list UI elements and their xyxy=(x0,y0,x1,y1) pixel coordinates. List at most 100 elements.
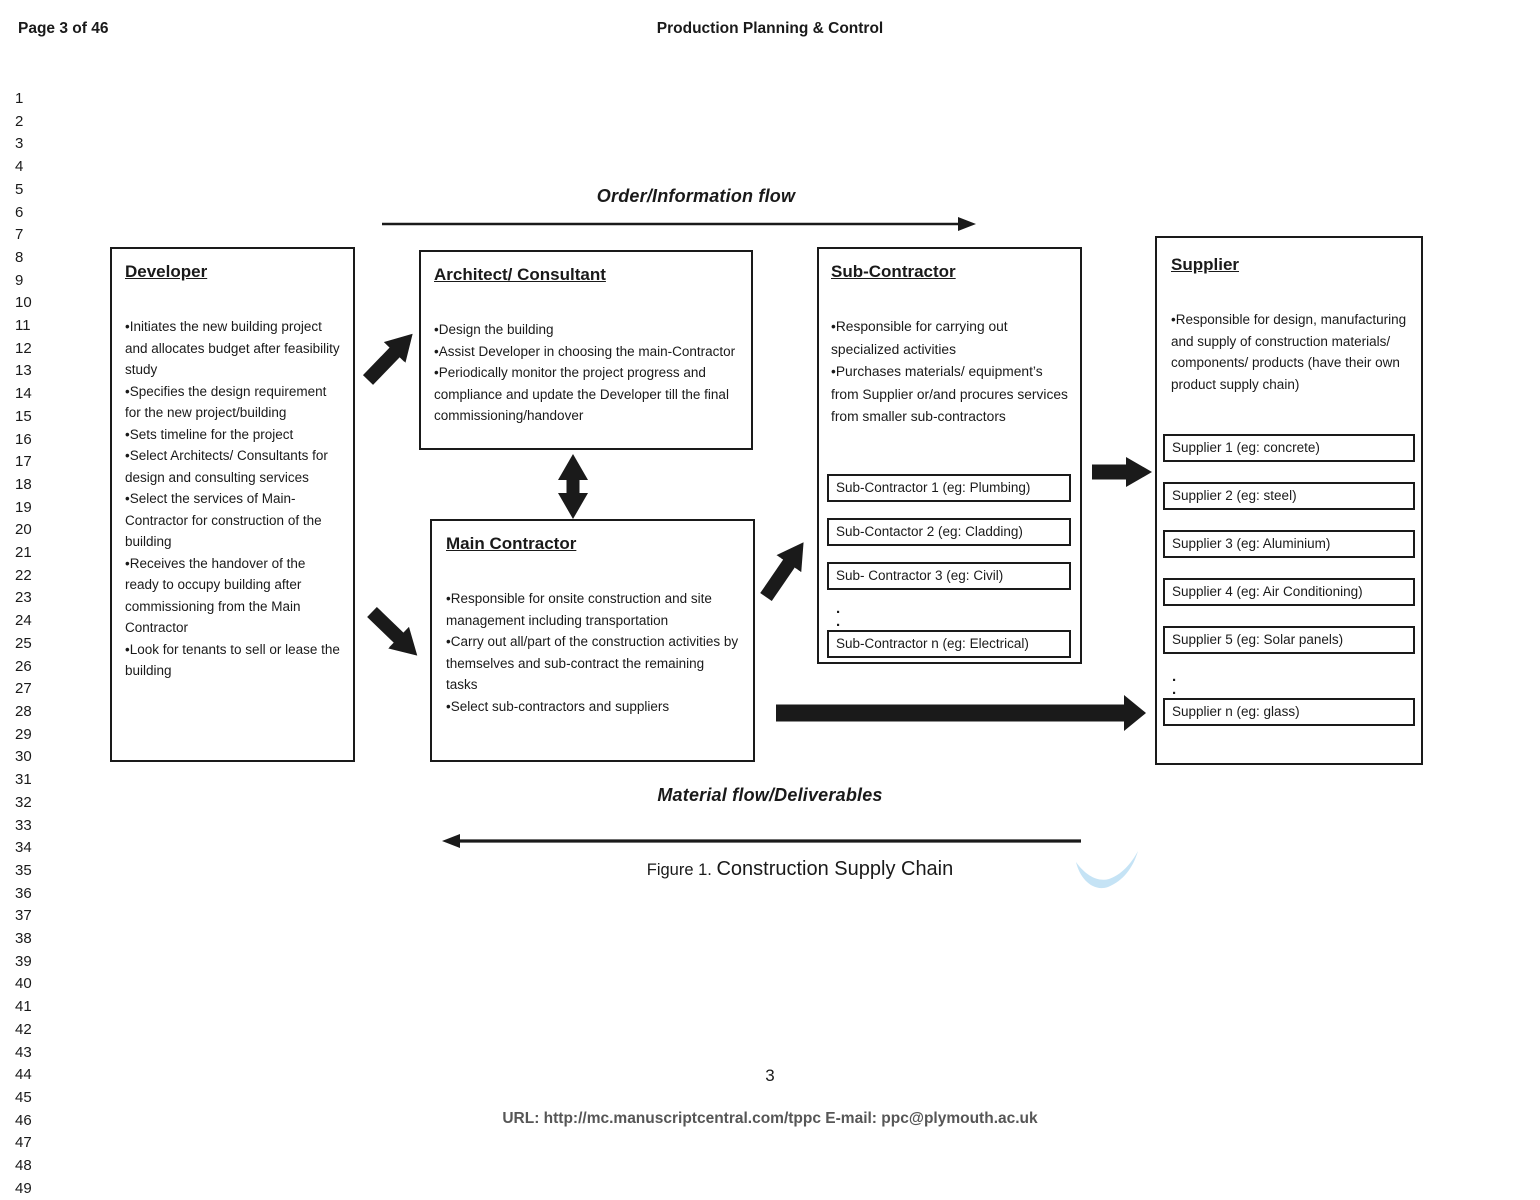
ellipsis-dot: . xyxy=(1172,668,1177,685)
line-number: 13 xyxy=(15,362,32,380)
supplier-item: Supplier 2 (eg: steel) xyxy=(1163,482,1415,510)
page-number: 3 xyxy=(765,1066,775,1085)
line-number: 21 xyxy=(15,544,32,562)
line-number: 11 xyxy=(15,317,31,335)
supplier-bullets: Responsible for design, manufacturing an… xyxy=(1171,309,1409,395)
sub-contractor-item: Sub-Contractor 1 (eg: Plumbing) xyxy=(827,474,1071,502)
line-number: 17 xyxy=(15,453,32,471)
main-contractor-title: Main Contractor xyxy=(446,534,577,553)
page-indicator: Page 3 of 46 xyxy=(18,20,109,37)
line-number: 30 xyxy=(15,748,32,766)
developer-bullet: Specifies the design requirement for the… xyxy=(125,381,341,424)
line-number: 38 xyxy=(15,930,32,948)
supplier-ellipsis: .. xyxy=(1163,668,1415,698)
line-number: 20 xyxy=(15,521,32,539)
ellipsis-dot: . xyxy=(1172,681,1177,698)
line-number: 35 xyxy=(15,861,32,879)
line-number: 6 xyxy=(15,203,24,221)
sub-contractor-item-list: Sub-Contractor 1 (eg: Plumbing) Sub-Conta… xyxy=(827,474,1071,674)
line-number: 29 xyxy=(15,725,32,743)
line-number: 34 xyxy=(15,839,32,857)
sub-contractor-bullet: Purchases materials/ equipment’s from Su… xyxy=(831,361,1070,429)
sub-contractor-title: Sub-Contractor xyxy=(831,262,956,281)
line-number: 3 xyxy=(15,135,24,153)
line-number: 10 xyxy=(15,294,32,312)
supplier-item: Supplier 1 (eg: concrete) xyxy=(1163,434,1415,462)
order-flow-label: Order/Information flow xyxy=(596,186,796,206)
architect-bullet: Design the building xyxy=(434,319,737,341)
line-number: 41 xyxy=(15,998,32,1016)
main-contractor-bullet: Responsible for onsite construction and … xyxy=(446,588,739,631)
architect-bullet: Assist Developer in choosing the main-Co… xyxy=(434,341,737,363)
line-number: 27 xyxy=(15,680,32,698)
developer-bullet: Select Architects/ Consultants for desig… xyxy=(125,445,341,488)
sub-contractor-bullets: Responsible for carrying out specialized… xyxy=(831,316,1070,429)
main-contractor-bullet: Select sub-contractors and suppliers xyxy=(446,696,739,718)
line-number: 44 xyxy=(15,1066,32,1084)
line-number: 33 xyxy=(15,816,32,834)
line-number: 1 xyxy=(15,90,24,107)
sub-contractor-item: Sub-Contactor 2 (eg: Cladding) xyxy=(827,518,1071,546)
figure-caption-title: Construction Supply Chain xyxy=(716,858,954,880)
developer-bullet: Sets timeline for the project xyxy=(125,424,341,446)
developer-box: Developer Initiates the new building pro… xyxy=(110,247,355,762)
footer-url-line: URL: http://mc.manuscriptcentral.com/tpp… xyxy=(502,1110,1038,1127)
line-number: 4 xyxy=(15,158,24,176)
developer-bullet: Initiates the new building project and a… xyxy=(125,316,341,381)
developer-bullet: Select the services of Main-Contractor f… xyxy=(125,488,341,553)
main-contractor-box: Main Contractor Responsible for onsite c… xyxy=(430,519,755,762)
line-number: 7 xyxy=(15,226,24,244)
line-number: 5 xyxy=(15,180,24,198)
material-flow-label: Material flow/Deliverables xyxy=(657,785,883,805)
developer-title: Developer xyxy=(125,262,208,281)
line-number: 39 xyxy=(15,952,32,970)
line-number: 22 xyxy=(15,566,32,584)
sub-contractor-items: Sub-Contractor 1 (eg: Plumbing) Sub-Conta… xyxy=(827,474,1071,590)
sub-contractor-ellipsis: .. xyxy=(827,600,1071,630)
line-number: 40 xyxy=(15,975,32,993)
line-number: 28 xyxy=(15,702,32,720)
line-number: 8 xyxy=(15,248,24,266)
supplier-items: Supplier 1 (eg: concrete) Supplier 2 (eg:… xyxy=(1163,434,1415,654)
line-number: 19 xyxy=(15,498,32,516)
line-number: 45 xyxy=(15,1088,32,1106)
architect-bullet: Periodically monitor the project progres… xyxy=(434,362,737,427)
developer-bullets: Initiates the new building project and a… xyxy=(125,316,341,682)
line-number: 24 xyxy=(15,612,32,630)
line-number: 18 xyxy=(15,475,32,493)
ellipsis-dot: . xyxy=(836,613,841,630)
line-number: 26 xyxy=(15,657,32,675)
line-number: 36 xyxy=(15,884,32,902)
sub-contractor-box: Sub-Contractor Responsible for carrying … xyxy=(817,247,1082,664)
line-number: 25 xyxy=(15,634,32,652)
line-number: 16 xyxy=(15,430,32,448)
supplier-box: Supplier Responsible for design, manufac… xyxy=(1155,236,1423,765)
line-number: 31 xyxy=(15,771,32,789)
line-number: 49 xyxy=(15,1179,32,1197)
line-number: 46 xyxy=(15,1111,32,1129)
line-number: 32 xyxy=(15,793,32,811)
architect-title: Architect/ Consultant xyxy=(434,265,606,284)
architect-consultant-box: Architect/ Consultant Design the buildin… xyxy=(419,250,753,450)
supplier-item-last: Supplier n (eg: glass) xyxy=(1163,698,1415,726)
line-number: 42 xyxy=(15,1020,32,1038)
line-number: 2 xyxy=(15,112,24,130)
supplier-item: Supplier 5 (eg: Solar panels) xyxy=(1163,626,1415,654)
line-number: 47 xyxy=(15,1134,32,1152)
architect-bullets: Design the buildingAssist Developer in c… xyxy=(434,319,737,427)
developer-bullet: Receives the handover of the ready to oc… xyxy=(125,553,341,639)
figure-caption-prefix: Figure 1. xyxy=(646,861,717,879)
line-number: 15 xyxy=(15,407,32,425)
line-number: 43 xyxy=(15,1043,32,1061)
line-number: 23 xyxy=(15,589,32,607)
main-contractor-bullet: Carry out all/part of the construction a… xyxy=(446,631,739,696)
line-number: 37 xyxy=(15,907,32,925)
developer-to-architect-arrow xyxy=(362,333,413,385)
sub-contractor-bullet: Responsible for carrying out specialized… xyxy=(831,316,1070,361)
line-number: 12 xyxy=(15,339,32,357)
ellipsis-dot: . xyxy=(836,600,841,617)
journal-title: Production Planning & Control xyxy=(656,20,884,37)
maincontractor-to-subcontractor-arrow xyxy=(760,542,804,601)
line-number: 14 xyxy=(15,385,32,403)
